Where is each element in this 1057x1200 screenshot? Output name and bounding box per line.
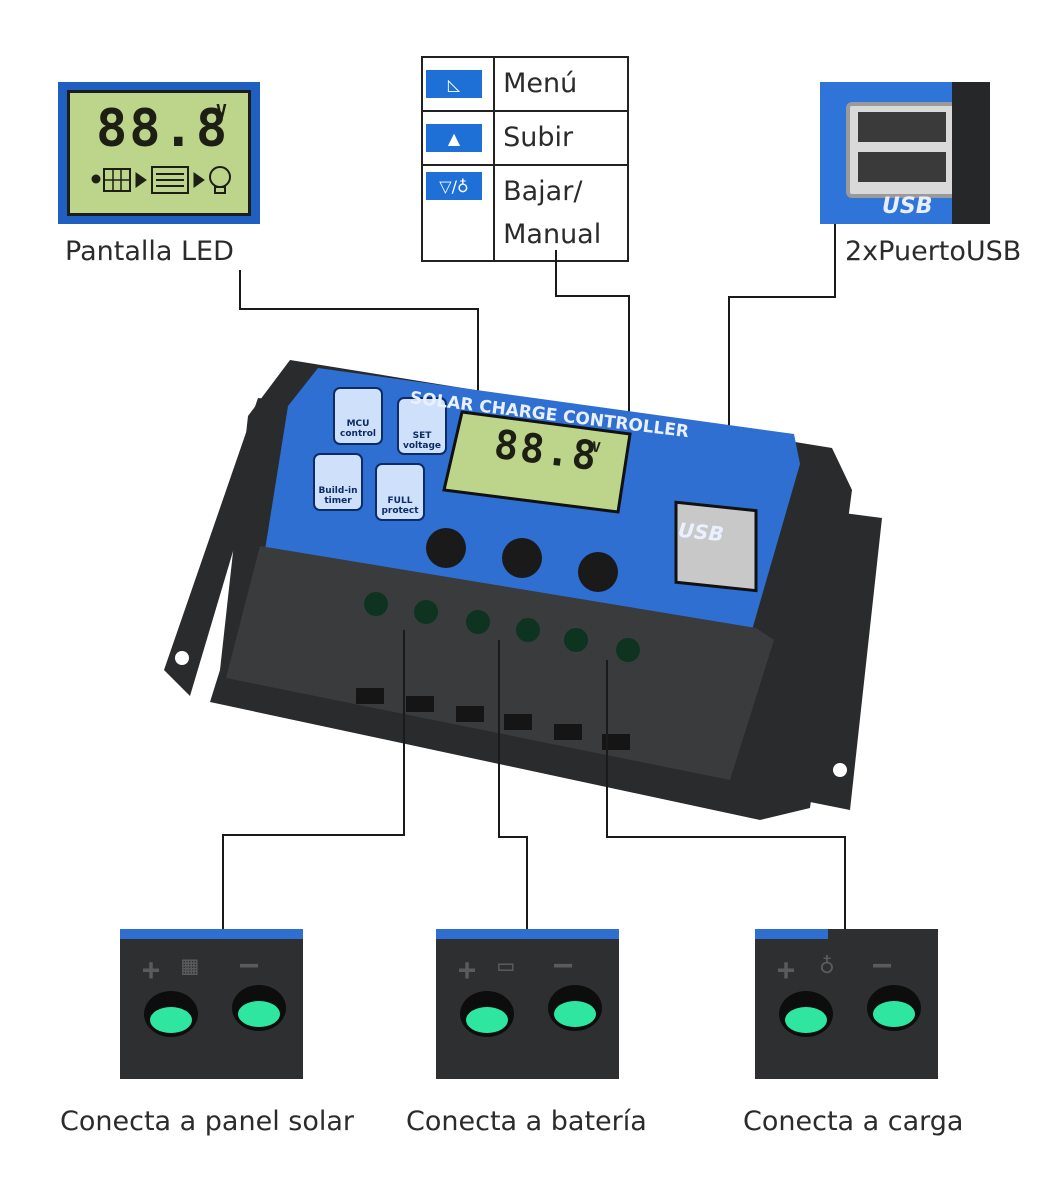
feature-timer-label: Build-in timer	[318, 486, 358, 506]
terminal-hole	[460, 991, 514, 1037]
feature-protect-label: FULL protect	[381, 496, 419, 516]
legend-row: ▲ Subir	[420, 110, 629, 166]
charge-controller-device	[164, 360, 882, 820]
bulb-icon: ♁	[819, 949, 835, 979]
device-usb-label: USB	[676, 517, 726, 547]
battery-label: Conecta a batería	[406, 1106, 647, 1137]
up-icon: ▲	[423, 118, 485, 158]
solar-terminal-thumbnail: + ▦ —	[120, 929, 303, 1079]
terminal-hole	[144, 991, 198, 1037]
solar-to-battery-to-load-icon	[91, 166, 231, 194]
legend-label-menu: Menú	[493, 56, 629, 112]
battery-terminal-thumbnail: + ▭ —	[436, 929, 619, 1079]
usb-label: 2xPuertoUSB	[845, 236, 1022, 267]
usb-thumbnail: USB	[820, 82, 990, 224]
battery-icon: ▭	[498, 951, 514, 981]
lcd-digits: 88.8	[96, 99, 230, 159]
load-label: Conecta a carga	[743, 1106, 964, 1137]
usb-port-housing	[846, 102, 960, 198]
screen-label: Pantalla LED	[65, 236, 234, 267]
load-terminal-thumbnail: + ♁ —	[755, 929, 938, 1079]
terminal-hole	[232, 985, 286, 1031]
terminal-hole	[867, 985, 921, 1031]
usb-logo: USB	[882, 194, 933, 219]
menu-icon: ◺	[423, 64, 485, 104]
terminal-hole	[779, 991, 833, 1037]
legend-row: ◺ Menú	[420, 56, 629, 112]
legend-row: ▽/♁ Bajar/ Manual	[420, 163, 629, 263]
solar-panel-icon: ▦	[182, 951, 198, 981]
lcd-screen: 88.8 V	[67, 90, 251, 216]
legend-label-down: Bajar/ Manual	[493, 163, 629, 263]
device-lcd-unit: V	[591, 439, 604, 457]
feature-set-label: SET voltage	[402, 431, 442, 451]
legend-label-up: Subir	[493, 110, 629, 166]
down-manual-icon: ▽/♁	[423, 166, 485, 206]
solar-label: Conecta a panel solar	[60, 1106, 355, 1137]
buttons-legend: ◺ Menú ▲ Subir ▽/♁ Bajar/ Manual	[420, 56, 629, 263]
terminal-hole	[548, 985, 602, 1031]
lcd-thumbnail: 88.8 V	[58, 82, 260, 224]
feature-mcu-label: MCU control	[340, 419, 376, 439]
lcd-unit: V	[216, 101, 229, 122]
